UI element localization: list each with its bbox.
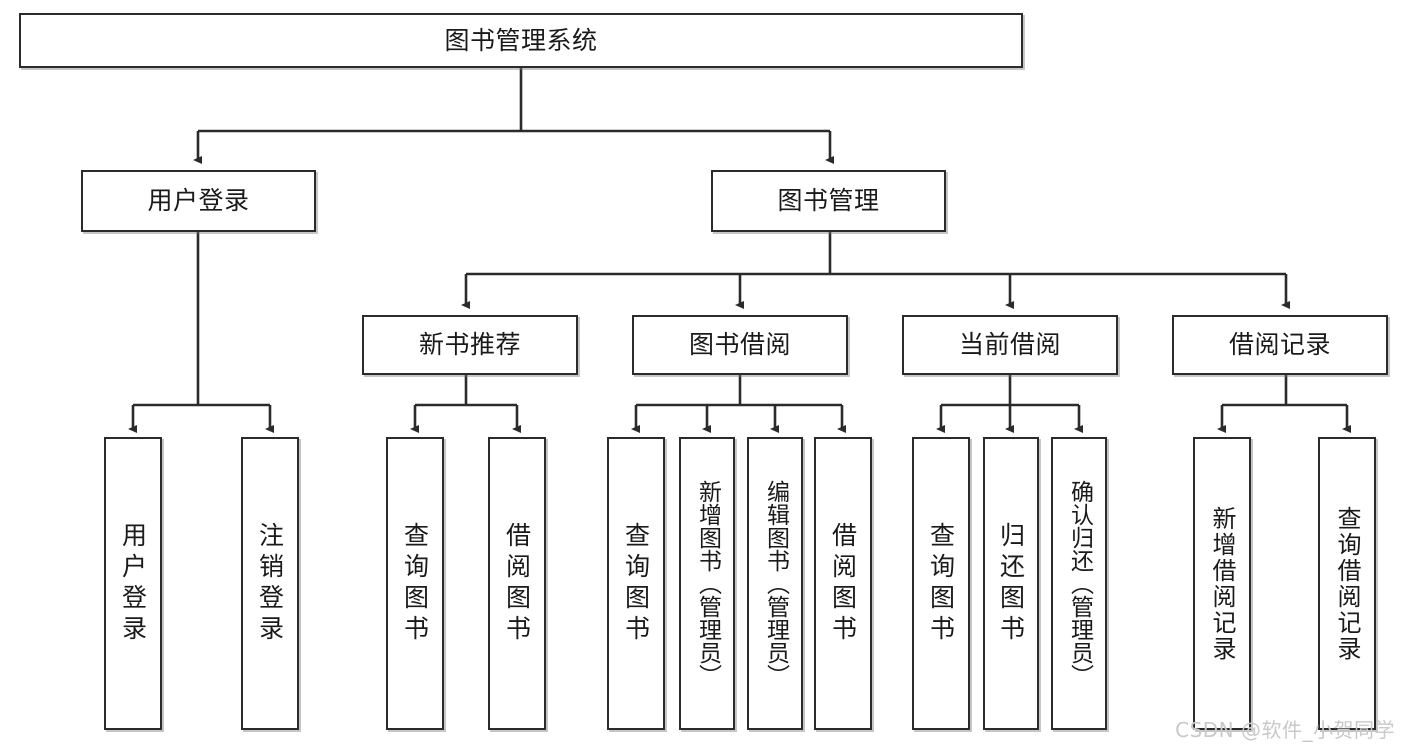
leaf-query-book-borrow[interactable]: 查询图书 (607, 437, 665, 730)
node-user-login[interactable]: 用户登录 (81, 170, 316, 232)
leaf-borrow-book-newbook[interactable]: 借阅图书 (488, 437, 546, 730)
leaf-user-login[interactable]: 用户登录 (104, 437, 162, 730)
node-label: 借阅图书 (828, 521, 858, 646)
node-borrowing-record[interactable]: 借阅记录 (1172, 315, 1388, 375)
node-label: 当前借阅 (958, 330, 1061, 360)
node-label: 借阅图书 (502, 521, 532, 646)
node-label: 图书管理系统 (444, 25, 598, 55)
node-label: 编辑图书（管理员） (762, 480, 789, 687)
node-label: 确认归还（管理员） (1066, 480, 1093, 687)
leaf-query-book-newbook[interactable]: 查询图书 (386, 437, 444, 730)
node-label: 查询借阅记录 (1333, 505, 1361, 662)
leaf-add-book-admin[interactable]: 新增图书（管理员） (679, 437, 735, 730)
node-book-management[interactable]: 图书管理 (711, 170, 946, 232)
leaf-borrow-book[interactable]: 借阅图书 (814, 437, 872, 730)
node-label: 归还图书 (996, 521, 1026, 646)
node-label: 用户登录 (118, 521, 148, 646)
node-label: 查询图书 (621, 521, 651, 646)
node-label: 图书管理 (777, 186, 880, 216)
leaf-edit-book-admin[interactable]: 编辑图书（管理员） (747, 437, 803, 730)
node-label: 新增图书（管理员） (694, 480, 721, 687)
node-book-borrowing[interactable]: 图书借阅 (632, 315, 848, 375)
leaf-add-borrow-record[interactable]: 新增借阅记录 (1193, 437, 1251, 730)
leaf-query-borrow-record[interactable]: 查询借阅记录 (1318, 437, 1376, 730)
leaf-logout[interactable]: 注销登录 (241, 437, 299, 730)
node-label: 注销登录 (255, 521, 285, 646)
node-label: 新书推荐 (418, 330, 521, 360)
node-label: 图书借阅 (688, 330, 791, 360)
node-new-book-recommendation[interactable]: 新书推荐 (362, 315, 578, 375)
leaf-return-book[interactable]: 归还图书 (983, 437, 1039, 730)
node-label: 借阅记录 (1228, 330, 1331, 360)
node-label: 新增借阅记录 (1208, 505, 1236, 662)
node-label: 查询图书 (400, 521, 430, 646)
node-current-borrowing[interactable]: 当前借阅 (902, 315, 1118, 375)
node-label: 用户登录 (147, 186, 250, 216)
leaf-query-book-current[interactable]: 查询图书 (912, 437, 970, 730)
leaf-confirm-return-admin[interactable]: 确认归还（管理员） (1051, 437, 1107, 730)
node-book-management-system[interactable]: 图书管理系统 (19, 13, 1023, 68)
csdn-watermark: CSDN @软件_小贺同学 (1175, 718, 1395, 742)
node-label: 查询图书 (926, 521, 956, 646)
